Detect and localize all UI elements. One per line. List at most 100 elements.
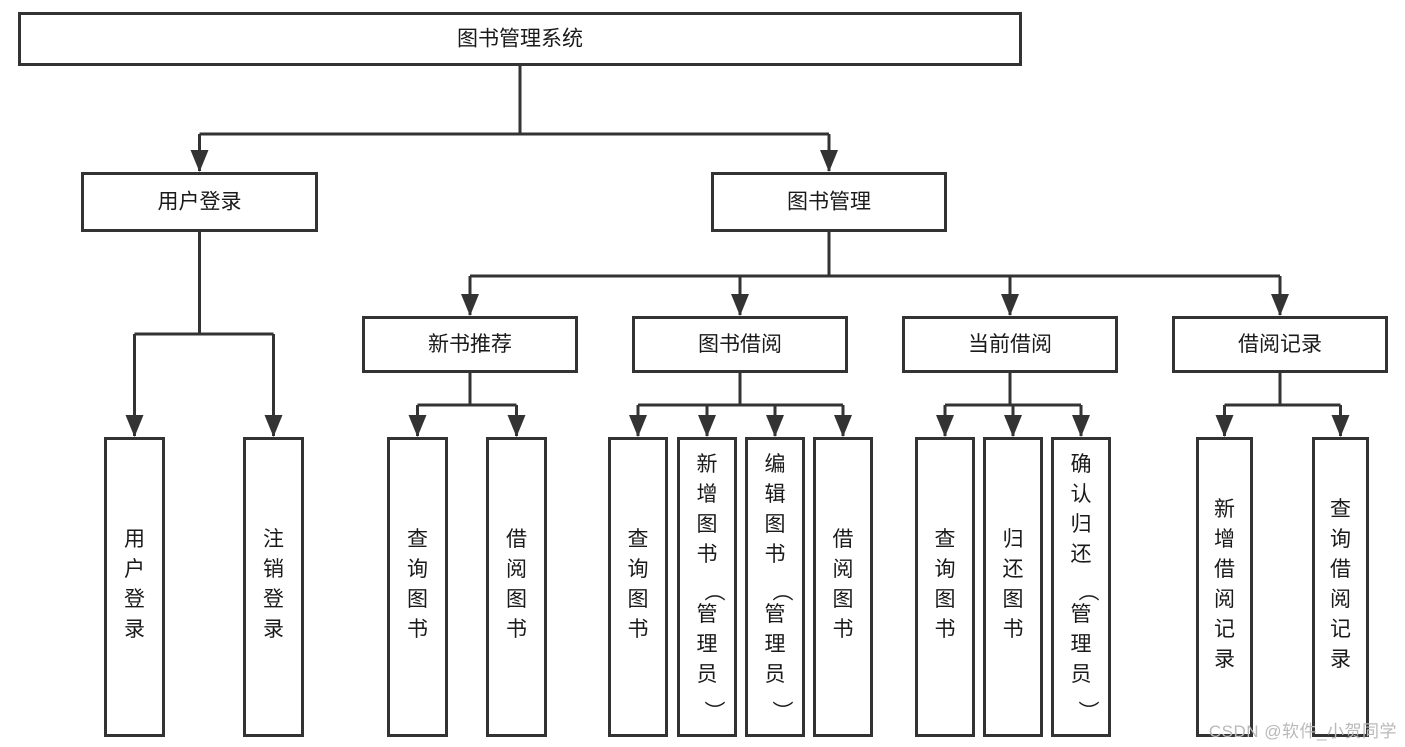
node-box xyxy=(243,437,304,737)
node-label-char: 户 xyxy=(124,558,145,581)
node-level3-0[interactable]: 新书推荐 xyxy=(362,316,578,373)
node-box xyxy=(902,316,1118,373)
node-box xyxy=(915,437,975,737)
node-label-char: 新 xyxy=(1214,498,1235,521)
node-label-char: 认 xyxy=(1071,483,1092,506)
node-root-library-system[interactable]: 图书管理系统 xyxy=(18,12,1022,66)
node-label-char: 借 xyxy=(506,528,527,551)
arrow-head-icon xyxy=(461,294,479,316)
node-label-char: 图 xyxy=(407,588,428,611)
node-level3-1[interactable]: 图书借阅 xyxy=(632,316,848,373)
node-label-char: 登 xyxy=(263,588,284,611)
node-label: 借阅记录 xyxy=(1238,333,1322,356)
node-box xyxy=(608,437,668,737)
node-box xyxy=(1196,437,1253,737)
node-label-char: 录 xyxy=(263,618,284,641)
node-label-char: 员 xyxy=(765,663,786,686)
node-label: 新书推荐 xyxy=(428,333,512,356)
node-label-char: 图 xyxy=(506,588,527,611)
node-label-char: 录 xyxy=(1330,648,1351,671)
arrow-head-icon xyxy=(264,415,283,437)
node-label-char: （ xyxy=(1076,581,1099,602)
node-label-char: 书 xyxy=(935,618,956,641)
node-label-char: 书 xyxy=(506,618,527,641)
node-leaf-0[interactable]: 用户登录 xyxy=(104,437,165,737)
node-label-char: 管 xyxy=(697,603,718,626)
node-box xyxy=(486,437,547,737)
node-box xyxy=(81,172,318,232)
node-box xyxy=(677,437,737,737)
node-label-char: 阅 xyxy=(506,558,527,581)
arrow-head-icon xyxy=(190,150,209,172)
arrow-head-icon xyxy=(834,415,852,437)
node-label-char: 还 xyxy=(1003,558,1024,581)
node-level2-0[interactable]: 用户登录 xyxy=(81,172,318,232)
node-label: 用户登录 xyxy=(158,191,242,214)
arrow-head-icon xyxy=(766,415,784,437)
arrow-head-icon xyxy=(936,415,954,437)
node-label-char: 阅 xyxy=(833,558,854,581)
arrow-head-icon xyxy=(125,415,144,437)
node-box xyxy=(745,437,805,737)
node-label-char: 借 xyxy=(1330,558,1351,581)
node-box xyxy=(387,437,448,737)
arrow-head-icon xyxy=(731,294,749,316)
node-label-char: 借 xyxy=(833,528,854,551)
node-label-char: ） xyxy=(770,701,793,722)
node-label: 图书管理 xyxy=(787,191,871,214)
node-box xyxy=(1172,316,1388,373)
node-label-char: 理 xyxy=(765,633,786,656)
node-label-char: 查 xyxy=(407,528,428,551)
node-level2-1[interactable]: 图书管理 xyxy=(711,172,947,232)
node-label-char: 管 xyxy=(765,603,786,626)
node-label-char: 查 xyxy=(628,528,649,551)
arrow-head-icon xyxy=(1072,415,1090,437)
node-label: 图书借阅 xyxy=(698,333,782,356)
node-box xyxy=(983,437,1043,737)
node-label: 图书管理系统 xyxy=(457,28,583,51)
node-label-char: ） xyxy=(1076,701,1099,722)
node-label-char: 员 xyxy=(1071,663,1092,686)
node-label-char: 新 xyxy=(697,453,718,476)
node-label-char: 询 xyxy=(407,558,428,581)
node-label-char: 询 xyxy=(628,558,649,581)
node-label-char: 询 xyxy=(935,558,956,581)
node-box xyxy=(813,437,873,737)
node-label-char: ） xyxy=(702,701,725,722)
node-level3-2[interactable]: 当前借阅 xyxy=(902,316,1118,373)
node-label-char: 销 xyxy=(263,558,284,581)
node-label-char: 书 xyxy=(407,618,428,641)
node-box xyxy=(362,316,578,373)
node-label-char: 查 xyxy=(1330,498,1351,521)
node-label-char: 阅 xyxy=(1330,588,1351,611)
arrow-head-icon xyxy=(1331,415,1350,437)
connector-layer xyxy=(125,66,1350,437)
node-label-char: 管 xyxy=(1071,603,1092,626)
node-box xyxy=(104,437,165,737)
node-label-char: 记 xyxy=(1330,618,1351,641)
node-label: 当前借阅 xyxy=(968,333,1052,356)
node-label-char: 询 xyxy=(1330,528,1351,551)
node-label-char: 用 xyxy=(124,528,145,551)
node-level3-3[interactable]: 借阅记录 xyxy=(1172,316,1388,373)
node-label-char: 图 xyxy=(697,513,718,536)
node-label-char: （ xyxy=(702,581,725,602)
node-label-char: 书 xyxy=(765,543,786,566)
arrow-head-icon xyxy=(1271,294,1289,316)
node-label-char: 员 xyxy=(697,663,718,686)
node-label-char: 图 xyxy=(765,513,786,536)
arrow-head-icon xyxy=(629,415,647,437)
